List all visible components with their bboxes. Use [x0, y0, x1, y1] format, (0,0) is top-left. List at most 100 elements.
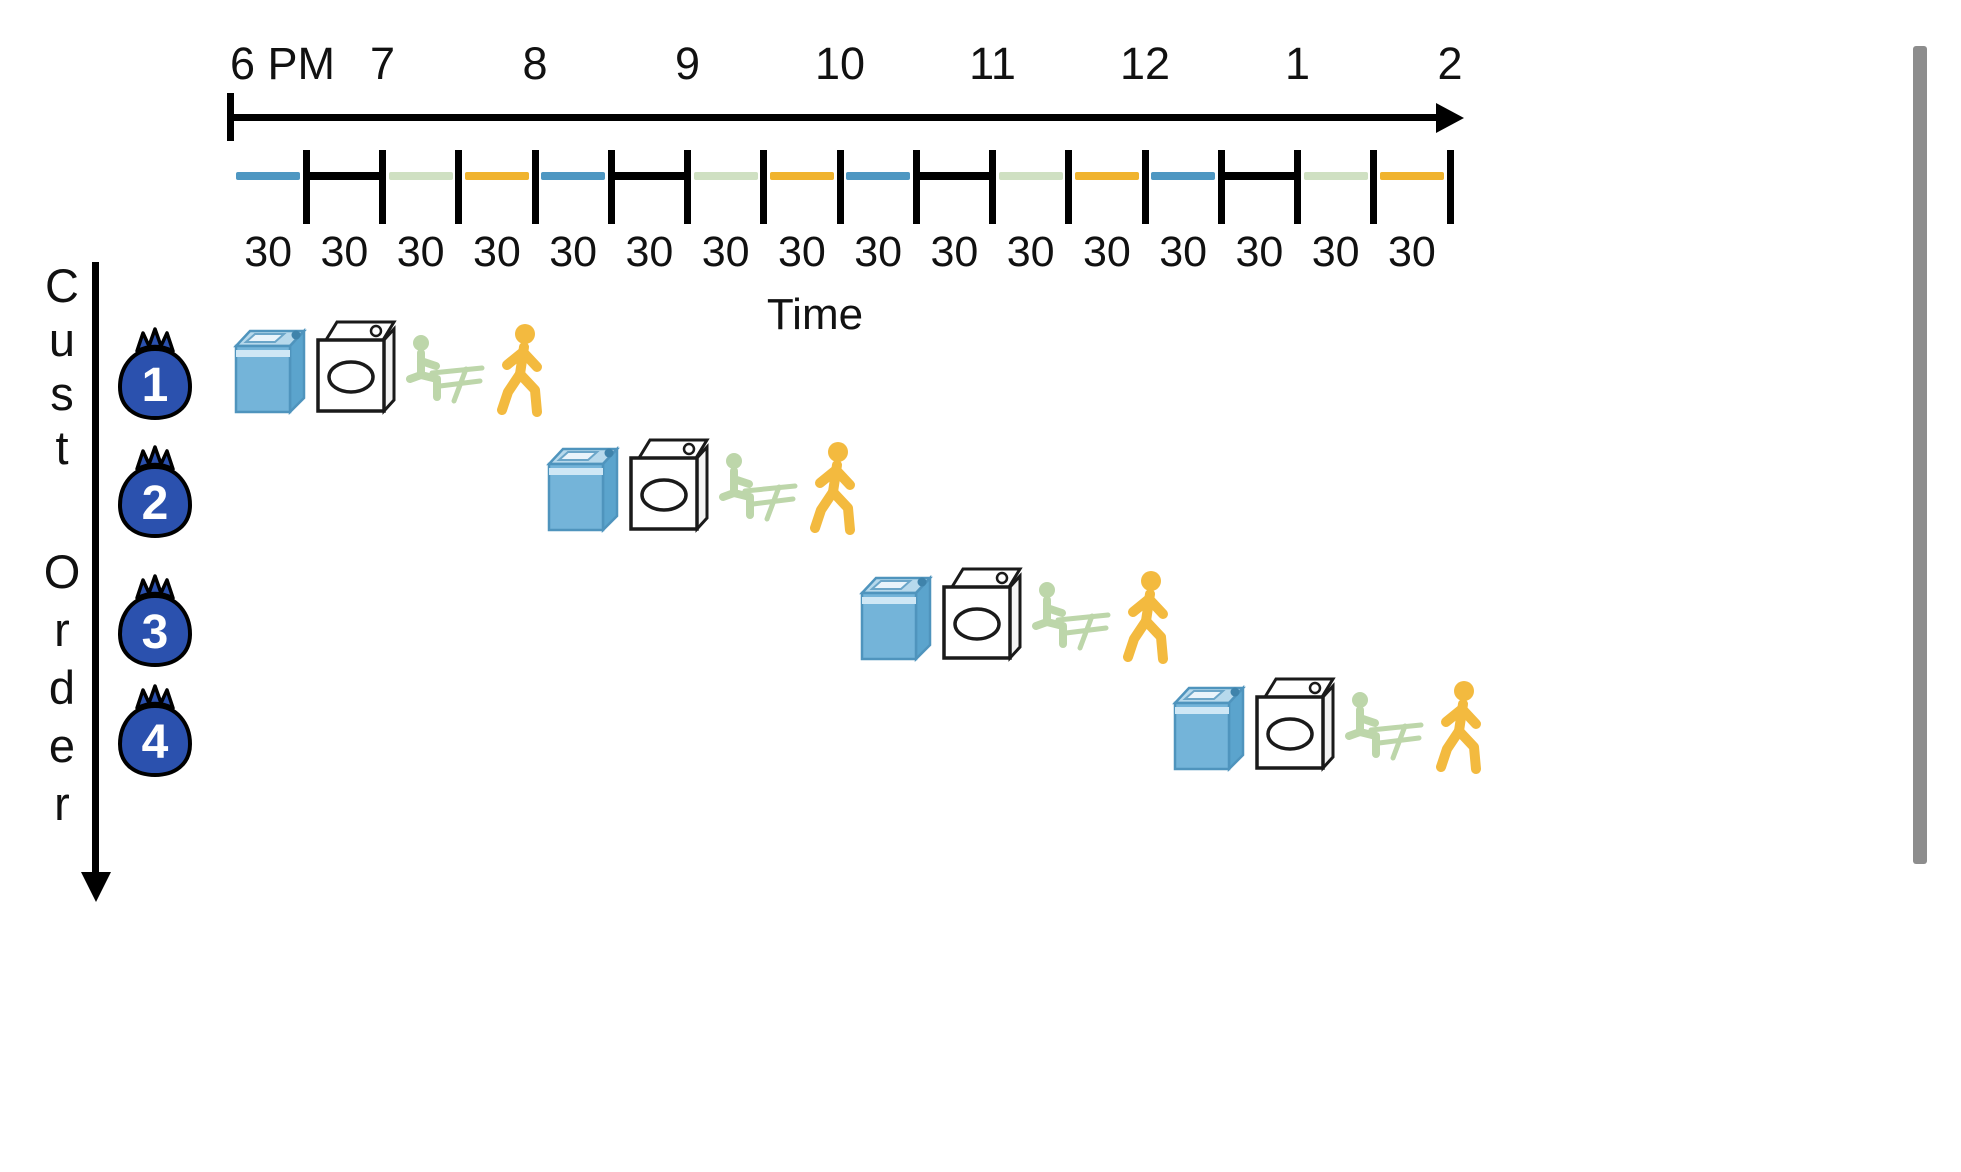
duration-label: 30	[1006, 228, 1055, 276]
duration-label: 30	[1159, 228, 1208, 276]
hour-label-8: 8	[522, 38, 548, 89]
walking-icon	[1429, 679, 1493, 775]
customer-row-2	[543, 432, 867, 544]
time-axis-title: Time	[766, 290, 864, 339]
svg-text:1: 1	[142, 359, 169, 412]
dryer-icon	[1249, 675, 1339, 779]
stage-segment-wash	[1151, 172, 1216, 180]
stage-segment-wash	[236, 172, 301, 180]
segment-tick	[379, 150, 386, 224]
svg-text:4: 4	[142, 716, 169, 769]
segment-tick	[760, 150, 768, 224]
stage-segment-putaway	[464, 172, 529, 180]
customer-axis-line	[92, 262, 99, 874]
segment-tick	[607, 150, 615, 224]
hour-label-12: 12	[1119, 38, 1171, 89]
segment-tick	[1370, 150, 1378, 224]
walking-icon	[490, 322, 554, 418]
segment-tick	[836, 150, 844, 224]
folding-icon	[1341, 689, 1427, 765]
washer-icon	[856, 569, 934, 665]
stage-segment-fold	[693, 172, 758, 180]
order-axis-letter: r	[54, 777, 70, 830]
duration-label: 30	[930, 228, 979, 276]
washer-icon	[230, 322, 308, 418]
segment-tick	[302, 150, 310, 224]
hour-label-7: 7	[369, 38, 396, 89]
duration-label: 30	[854, 228, 903, 276]
time-axis-line	[230, 114, 1436, 121]
stage-segment-wash	[541, 172, 606, 180]
order-axis-letter: O	[43, 545, 81, 598]
folding-icon	[715, 450, 801, 526]
segment-tick	[531, 150, 539, 224]
time-axis-arrowhead-icon	[1436, 103, 1464, 133]
duration-label: 30	[1387, 228, 1436, 276]
dryer-icon	[623, 436, 713, 540]
duration-label: 30	[701, 228, 750, 276]
cust-axis-letter: C	[45, 259, 79, 312]
dryer-icon	[310, 318, 400, 422]
duration-label: 30	[1082, 228, 1131, 276]
walking-icon	[1116, 569, 1180, 665]
svg-text:2: 2	[142, 477, 169, 530]
washer-icon	[543, 440, 621, 536]
laundry-bag-2-icon: 2	[110, 438, 200, 545]
stage-segment-putaway	[769, 172, 834, 180]
stage-segment-dry	[916, 172, 993, 180]
stage-segment-putaway	[1074, 172, 1139, 180]
folding-icon	[402, 332, 488, 408]
customer-row-1	[230, 314, 554, 426]
segment-tick	[455, 150, 463, 224]
stage-segment-wash	[846, 172, 911, 180]
duration-label: 30	[625, 228, 674, 276]
duration-label: 30	[1235, 228, 1284, 276]
cust-axis-letter: t	[55, 421, 69, 474]
stage-segment-dry	[1221, 172, 1298, 180]
segment-tick	[1446, 150, 1454, 224]
customer-axis-arrowhead-icon	[81, 872, 111, 902]
scrollbar-thumb[interactable]	[1913, 46, 1927, 864]
cust-axis-letter: s	[50, 367, 74, 420]
time-axis-start-tick	[227, 93, 234, 141]
duration-label: 30	[244, 228, 293, 276]
segment-tick	[1294, 150, 1301, 224]
laundry-bag-3-icon: 3	[110, 567, 200, 674]
duration-label: 30	[320, 228, 369, 276]
customer-row-3	[856, 561, 1180, 673]
order-axis-letter: d	[48, 661, 76, 714]
stage-segment-fold	[1303, 172, 1368, 180]
duration-label: 30	[396, 228, 445, 276]
customer-row-4	[1169, 671, 1493, 783]
duration-label: 30	[1311, 228, 1360, 276]
cust-axis-letter: u	[48, 313, 76, 366]
hour-label-10: 10	[814, 38, 866, 89]
hour-label-11: 11	[969, 38, 1016, 89]
hour-label-6pm: 6 PM	[230, 38, 336, 89]
hour-label-2: 2	[1437, 38, 1463, 89]
segment-tick	[1065, 150, 1073, 224]
duration-label: 30	[472, 228, 521, 276]
stage-segment-fold	[998, 172, 1063, 180]
segment-tick	[684, 150, 691, 224]
hour-label-9: 9	[674, 38, 701, 89]
stage-segment-fold	[388, 172, 453, 180]
stage-segment-putaway	[1379, 172, 1444, 180]
folding-icon	[1028, 579, 1114, 655]
segment-tick	[912, 150, 920, 224]
hour-label-1: 1	[1284, 38, 1311, 89]
segment-tick	[1217, 150, 1225, 224]
segment-tick	[989, 150, 996, 224]
laundry-bag-1-icon: 1	[110, 320, 200, 427]
order-axis-letter: e	[48, 719, 76, 772]
segment-tick	[1141, 150, 1149, 224]
dryer-icon	[936, 565, 1026, 669]
washer-icon	[1169, 679, 1247, 775]
walking-icon	[803, 440, 867, 536]
svg-text:3: 3	[142, 606, 169, 659]
duration-label: 30	[549, 228, 598, 276]
stage-segment-dry	[306, 172, 383, 180]
order-axis-letter: r	[54, 603, 70, 656]
laundry-bag-4-icon: 4	[110, 677, 200, 784]
